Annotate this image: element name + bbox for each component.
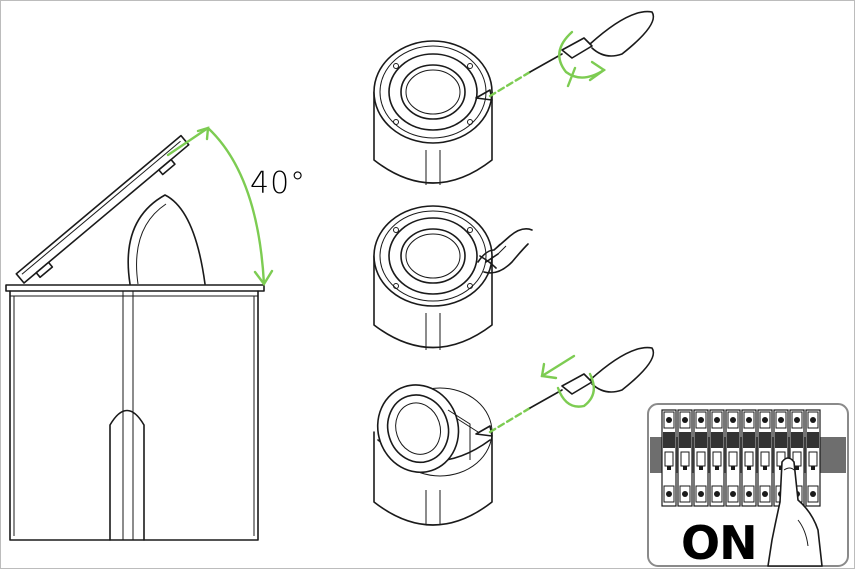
- housing-tilt-figure: [5, 126, 274, 541]
- tilt-angle-label: 40°: [250, 166, 307, 201]
- hand-icon: [767, 457, 823, 567]
- circuit-breaker-icon: [650, 409, 846, 507]
- fixture-open-figure: [373, 384, 493, 526]
- screwdriver-icon: [488, 10, 655, 98]
- rotate-arrow-icon: [540, 354, 596, 408]
- switch-on-label: ON: [681, 516, 758, 570]
- screwdriver-icon: [488, 346, 655, 434]
- fixture-unscrew-figure: [373, 40, 493, 185]
- rotate-arrow-icon: [558, 30, 607, 88]
- hand-icon: [477, 228, 533, 274]
- fixture-hold-figure: [373, 205, 493, 350]
